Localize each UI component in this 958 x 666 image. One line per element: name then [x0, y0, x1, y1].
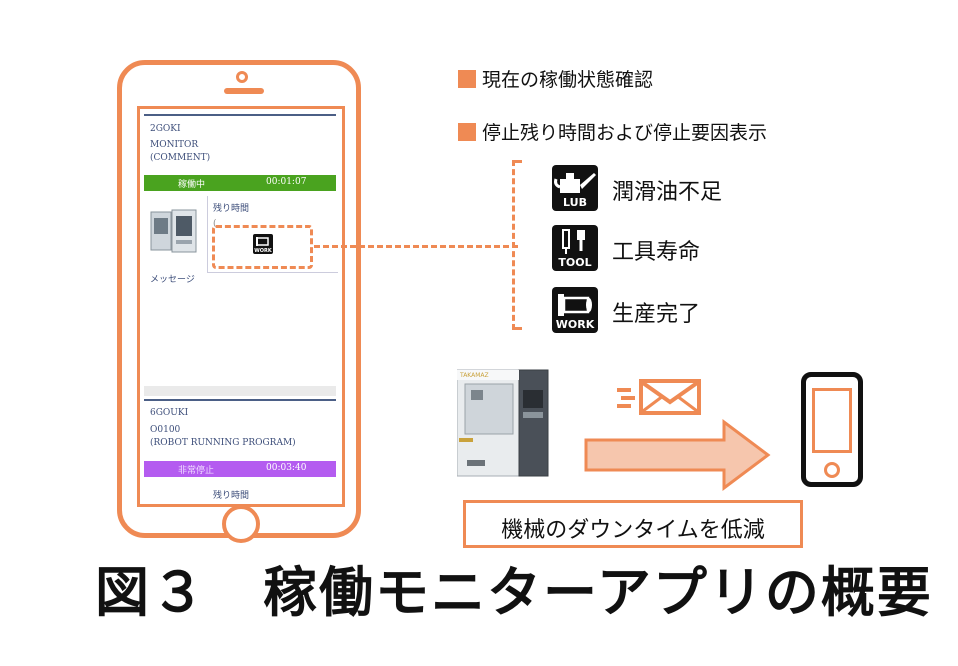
highlight-dashed-box: [212, 225, 313, 269]
downtime-reduction-box: 機械のダウンタイムを低減: [463, 500, 803, 548]
bullet-square: [458, 70, 476, 88]
bullet-2: 停止残り時間および停止要因表示: [482, 122, 768, 144]
speaker-slot: [224, 88, 264, 94]
tablet-screen: [137, 106, 345, 507]
machine-tool-illustration: TAKAMAZ: [457, 369, 549, 477]
top-remaining-label: 残り時間: [213, 204, 250, 214]
top-status-bar: 稼働中 00:01:07: [144, 175, 336, 191]
bottom-status-time: 00:03:40: [266, 463, 307, 473]
smartphone-screen: [812, 388, 852, 453]
notification-arrow: [584, 419, 771, 491]
bottom-status-label: 非常停止: [178, 466, 215, 476]
bottom-remaining-label: 残り時間: [213, 491, 250, 501]
svg-text:TAKAMAZ: TAKAMAZ: [459, 372, 489, 379]
bottom-card-comment: (ROBOT RUNNING PROGRAM): [150, 438, 296, 448]
top-card-comment: (COMMENT): [150, 153, 211, 163]
camera-icon: [236, 71, 248, 83]
work-icon: WORK: [552, 287, 598, 333]
machine-thumbnail: [150, 209, 197, 253]
oil-can-icon: LUB: [552, 165, 598, 211]
figure-caption: 図３ 稼働モニターアプリの概要: [95, 561, 933, 624]
top-card-program: MONITOR: [150, 140, 199, 150]
card-separator: [144, 386, 336, 396]
tool-icon: TOOL: [552, 225, 598, 271]
message-label: メッセージ: [150, 275, 195, 285]
connector-dashed-line: [314, 245, 518, 248]
bracket-dashed: [512, 160, 522, 330]
remaining-sub: (: [213, 219, 217, 229]
remaining-panel: [207, 196, 338, 273]
top-card-machine: 2GOKI: [150, 124, 181, 134]
stop-cause-3: 生産完了: [612, 302, 701, 327]
mail-envelope-icon: [617, 379, 701, 415]
top-status-label: 稼働中: [178, 180, 206, 190]
home-button: [222, 505, 260, 543]
bottom-status-bar: 非常停止 00:03:40: [144, 461, 336, 477]
top-status-time: 00:01:07: [266, 177, 307, 187]
stop-cause-1: 潤滑油不足: [612, 180, 723, 205]
card-bottom-rule: [144, 399, 336, 401]
stop-cause-2: 工具寿命: [612, 240, 701, 265]
smartphone-home-button: [824, 462, 840, 478]
bottom-card-program: O0100: [150, 425, 181, 435]
downtime-reduction-label: 機械のダウンタイムを低減: [501, 518, 765, 543]
bullet-square: [458, 123, 476, 141]
card-top-rule: [144, 114, 336, 116]
bullet-1: 現在の稼働状態確認: [482, 69, 654, 91]
bottom-card-machine: 6GOUKI: [150, 408, 189, 418]
work-icon: WORK: [253, 234, 273, 254]
